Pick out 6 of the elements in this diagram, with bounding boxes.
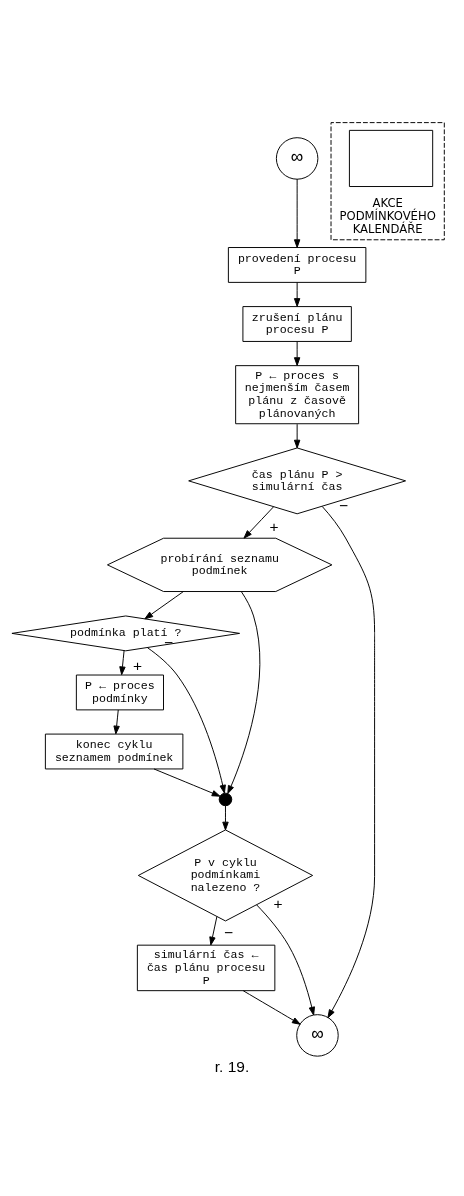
edge-label: + bbox=[269, 517, 279, 535]
edge-label: + bbox=[273, 895, 283, 913]
edge-label: − bbox=[338, 497, 348, 515]
edge-label: − bbox=[223, 924, 233, 942]
caption: r. 19. bbox=[214, 1058, 250, 1076]
edge-label: + bbox=[133, 656, 143, 674]
